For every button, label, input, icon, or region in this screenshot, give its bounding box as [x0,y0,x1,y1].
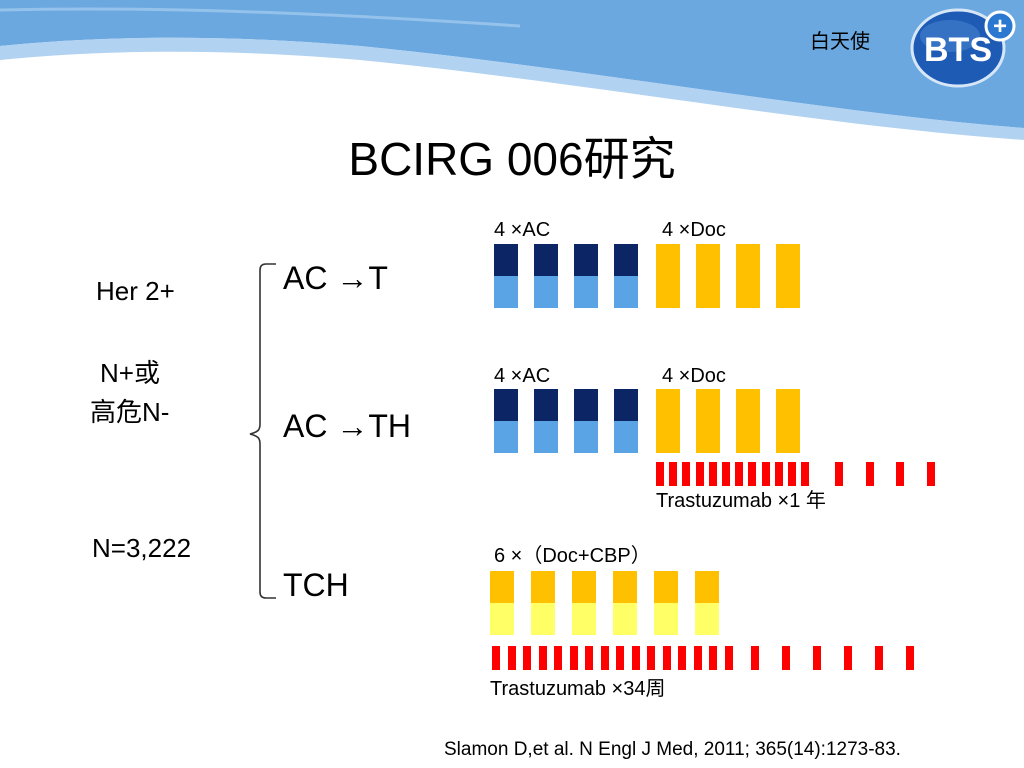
node-status-line1: N+或 [100,358,160,388]
arm-2-ac-label: 4 ×AC [494,365,551,387]
top-right-label: 白天使 [810,31,870,53]
arm-1-ac-cycle-1-top [494,244,518,276]
arm-3-trastuzumab-dose-14 [693,646,702,670]
arm-3-tc-cycle-2-top [531,571,555,603]
arm-3-tc-cycle-1-bottom [490,603,514,635]
arm-2-trastuzumab-dose-5 [708,462,717,486]
arm-3-trastuzumab-dose-1 [492,646,500,670]
arm-2-trastuzumab-dose-1 [656,462,664,486]
arm-1-ac-cycle-2-bottom [534,276,558,308]
arm-3-tc-cycle-3-bottom [572,603,596,635]
arm-1-doc-cycle-1 [656,244,680,308]
arm-2-trastuzumab-dose-4 [695,462,704,486]
logo-text: BTS [924,31,992,69]
arm-2-trastuzumab-label: Trastuzumab ×1 年 [656,490,826,512]
bts-logo: BTS + [910,4,1020,88]
arm-1-doc-cycle-2 [696,244,720,308]
arm-2-ac-cycle-2-bottom [534,421,558,453]
arm-3-tc-cycle-6-bottom [695,603,719,635]
arm-2-ac-cycle-1-bottom [494,421,518,453]
arm-3-trastuzumab-dose-3 [523,646,531,670]
node-status-line2: 高危N- [90,397,170,427]
arm-3-trastuzumab-dose-13 [678,646,686,670]
arm-2-trastuzumab-dose-16 [926,462,935,486]
arm-2-trastuzumab-dose-8 [748,462,757,486]
arm-3-trastuzumab-dose-15 [709,646,717,670]
arm-3-tc-cycle-2-bottom [531,603,555,635]
arm-3-trastuzumab-dose-17 [751,646,759,670]
arm-2-ac-cycle-3-bottom [574,421,598,453]
arm-2-ac-cycle-1-top [494,389,518,421]
arm-3-tc-cycle-4-top [613,571,637,603]
arm-2-ac-cycle-4-top [614,389,638,421]
arm-2-doc-cycle-1 [656,389,680,453]
arm-2-ac-cycle-4-bottom [614,421,638,453]
arm-1-ac-label: 4 ×AC [494,219,551,241]
arm-3-trastuzumab-dose-2 [507,646,516,670]
arm-3-trastuzumab-dose-9 [616,646,624,670]
arm-2-label: AC →TH [283,408,411,444]
arm-3-trastuzumab-dose-5 [554,646,562,670]
arm-2-trastuzumab-dose-6 [722,462,730,486]
logo-badge: + [993,13,1007,40]
arm-2-trastuzumab-dose-15 [896,462,904,486]
arm-3-trastuzumab-dose-22 [906,646,914,670]
arm-2-doc-label: 4 ×Doc [662,365,726,387]
arm-3-trastuzumab-dose-4 [538,646,547,670]
arm-3-trastuzumab-dose-11 [647,646,655,670]
arm-2-ac-cycle-3-top [574,389,598,421]
arm-1-doc-label: 4 ×Doc [662,219,726,241]
arm-3-trastuzumab-dose-12 [662,646,671,670]
arm-3-tc-cycle-5-top [654,571,678,603]
arm-1-ac-cycle-4-top [614,244,638,276]
arm-3-trastuzumab-dose-10 [631,646,640,670]
arm-2-trastuzumab-dose-10 [774,462,783,486]
arm-3-trastuzumab-label: Trastuzumab ×34周 [490,678,666,700]
randomization-bracket [249,263,276,599]
arm-2-trastuzumab-dose-11 [788,462,796,486]
arm-1-doc-cycle-4 [776,244,800,308]
arm-1-ac-cycle-4-bottom [614,276,638,308]
arm-1-label: AC →T [283,260,388,296]
arm-1-ac-cycle-3-bottom [574,276,598,308]
arm-2-trastuzumab-dose-14 [865,462,874,486]
arm-3-tc-cycle-4-bottom [613,603,637,635]
arm-2-doc-cycle-3 [736,389,760,453]
arm-2-ac-cycle-2-top [534,389,558,421]
arm-2-doc-cycle-4 [776,389,800,453]
arm-3-tc-cycle-6-top [695,571,719,603]
header-banner [0,0,1024,140]
arm-1-ac-cycle-2-top [534,244,558,276]
arm-3-trastuzumab-dose-8 [600,646,609,670]
citation: Slamon D,et al. N Engl J Med, 2011; 365(… [444,739,901,760]
arm-2-trastuzumab-dose-13 [835,462,843,486]
arm-2-trastuzumab-dose-9 [761,462,770,486]
arm-1-doc-cycle-3 [736,244,760,308]
arm-3-trastuzumab-dose-6 [569,646,578,670]
arm-3-trastuzumab-dose-19 [813,646,821,670]
arm-1-ac-cycle-1-bottom [494,276,518,308]
arm-2-trastuzumab-dose-3 [682,462,691,486]
arm-3-tc-cycle-3-top [572,571,596,603]
arm-3-tc-label: 6 ×（Doc+CBP） [494,545,651,567]
arm-2-trastuzumab-dose-2 [669,462,678,486]
page-title: BCIRG 006研究 [348,133,676,185]
arm-3-tc-cycle-5-bottom [654,603,678,635]
arm-1-ac-cycle-3-top [574,244,598,276]
arm-2-doc-cycle-2 [696,389,720,453]
arm-3-trastuzumab-dose-21 [875,646,883,670]
sample-size-label: N=3,222 [92,533,192,563]
arm-3-trastuzumab-dose-16 [724,646,733,670]
her2-label: Her 2+ [96,276,175,306]
arm-3-tc-cycle-1-top [490,571,514,603]
arm-2-trastuzumab-dose-7 [735,462,744,486]
arm-3-trastuzumab-dose-20 [844,646,852,670]
arm-3-trastuzumab-dose-18 [782,646,790,670]
arm-3-label: TCH [283,567,349,603]
arm-3-trastuzumab-dose-7 [585,646,593,670]
arm-2-trastuzumab-dose-12 [801,462,810,486]
